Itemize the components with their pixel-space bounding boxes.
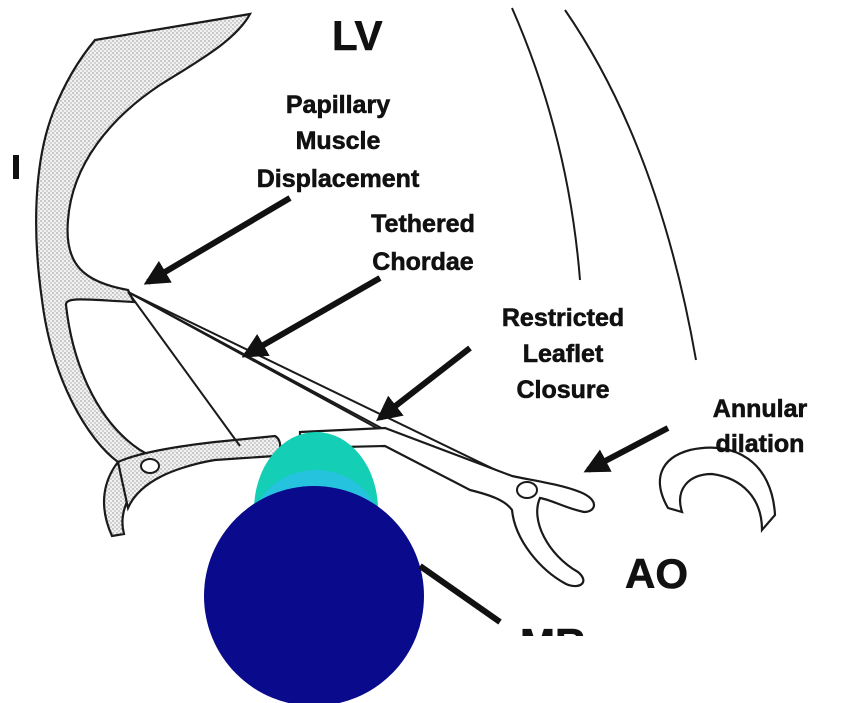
mr-pointer-line bbox=[420, 566, 500, 622]
lv-label: LV bbox=[332, 12, 383, 59]
arrow-tethered bbox=[246, 278, 380, 355]
svg-text:Restricted: Restricted bbox=[502, 304, 624, 332]
svg-text:dilation: dilation bbox=[716, 430, 805, 458]
restricted-label: Restricted Leaflet Closure bbox=[502, 304, 624, 404]
svg-text:Papillary: Papillary bbox=[286, 91, 390, 119]
svg-text:Closure: Closure bbox=[516, 376, 609, 404]
arrow-restricted bbox=[380, 348, 470, 418]
svg-text:Annular: Annular bbox=[713, 395, 808, 423]
svg-text:Muscle: Muscle bbox=[296, 127, 381, 155]
mr-jet bbox=[204, 432, 424, 703]
arrow-annular bbox=[588, 428, 668, 470]
arrow-papillary bbox=[148, 198, 290, 282]
annular-label: Annular dilation bbox=[713, 395, 808, 458]
svg-text:Tethered: Tethered bbox=[371, 210, 475, 238]
edge-mark bbox=[13, 155, 19, 179]
svg-text:Leaflet: Leaflet bbox=[523, 340, 604, 368]
svg-text:Chordae: Chordae bbox=[372, 248, 474, 276]
aortic-annulus bbox=[660, 448, 775, 530]
outer-wall-inner-line bbox=[512, 8, 580, 280]
mr-jet-core bbox=[204, 486, 424, 703]
svg-text:Displacement: Displacement bbox=[257, 165, 420, 193]
papillary-label: Papillary Muscle Displacement bbox=[257, 91, 420, 193]
posterior-annulus-ring bbox=[141, 459, 159, 473]
ao-label: AO bbox=[625, 550, 688, 597]
mr-label: MR bbox=[520, 620, 585, 667]
anterior-annulus-ring bbox=[517, 482, 537, 498]
tethered-label: Tethered Chordae bbox=[371, 210, 475, 276]
